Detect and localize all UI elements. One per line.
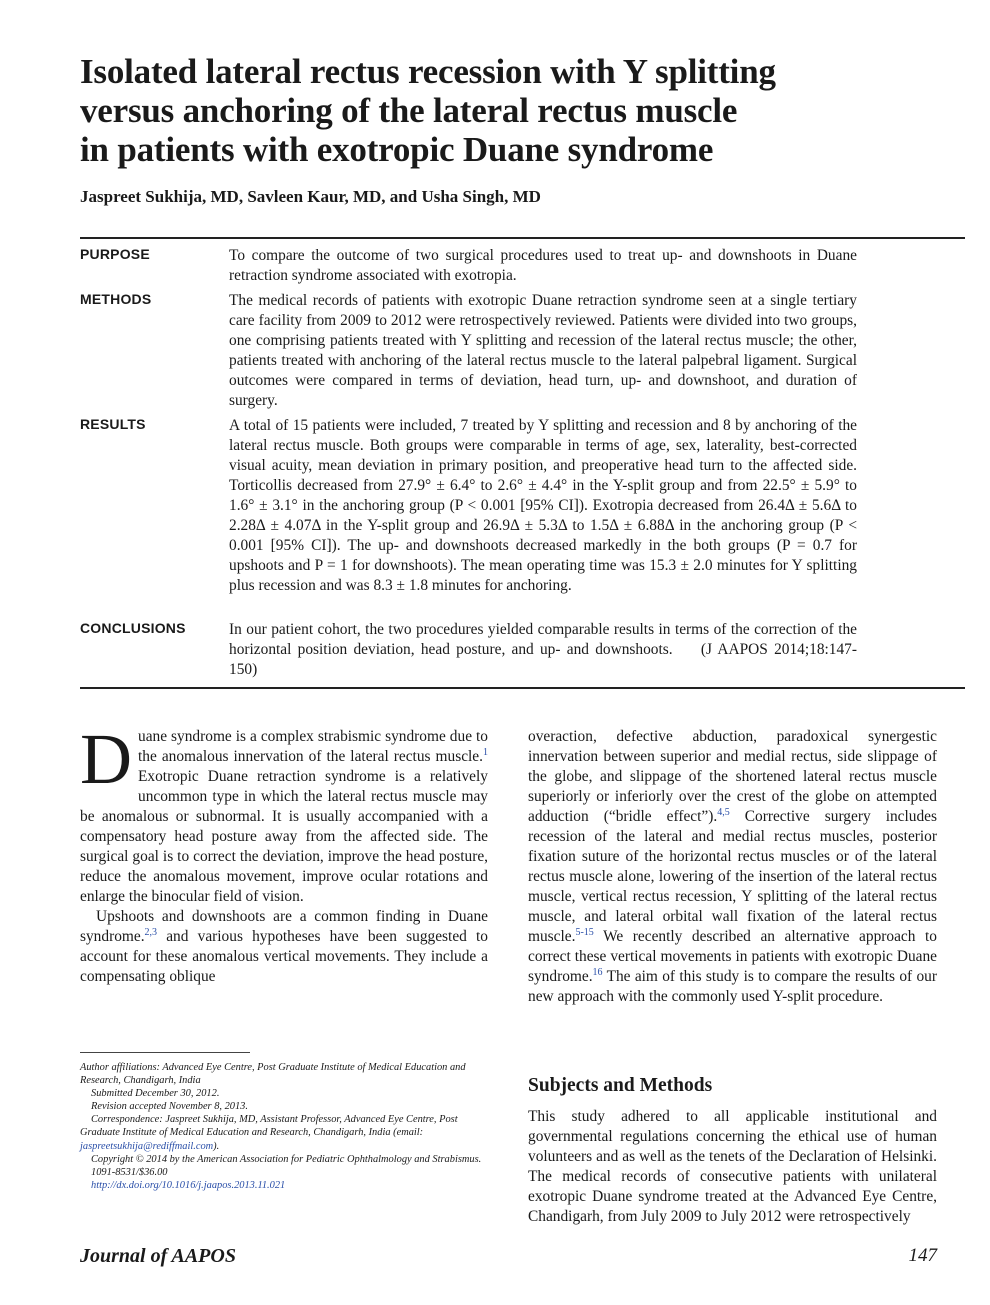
section-heading: Subjects and Methods [528,1075,713,1096]
email-link[interactable]: jaspreetsukhija@rediffmail.com [80,1140,214,1152]
title-line-2: versus anchoring of the lateral rectus m… [80,91,738,130]
body-column-right-methods: This study adhered to all applicable ins… [528,1107,937,1227]
footnote-affiliations: Author affiliations: Advanced Eye Centre… [80,1062,466,1087]
intro-text-a: uane syndrome is a complex strabismic sy… [138,728,488,765]
paragraph-methods: This study adhered to all applicable ins… [528,1108,937,1225]
page-number: 147 [908,1245,938,1266]
intro-text-b: Exotropic Duane retraction syndrome is a… [80,768,488,905]
right-text-c: We recently described an alternative app… [528,928,937,985]
ref-link[interactable]: 5-15 [575,926,594,938]
footnote-submitted: Submitted December 30, 2012. [91,1088,220,1100]
journal-name: Journal of AAPOS [80,1245,236,1267]
purpose-label: PURPOSE [80,246,150,262]
footnote-doi[interactable]: http://dx.doi.org/10.1016/j.jaapos.2013.… [91,1179,286,1191]
footnote-rule [80,1052,250,1053]
paragraph-upshoots: Upshoots and downshoots are a common fin… [80,907,488,987]
upshoots-text-b: and various hypotheses have been suggest… [80,928,488,985]
title-line-3: in patients with exotropic Duane syndrom… [80,130,714,169]
ref-link[interactable]: 1 [483,746,488,758]
paragraph-continued: overaction, defective abduction, paradox… [528,727,937,1007]
conclusions-text: In our patient cohort, the two procedure… [229,620,857,680]
abstract-bottom-rule [80,687,965,689]
author-list: Jaspreet Sukhija, MD, Savleen Kaur, MD, … [80,187,541,206]
correspondence-end: ). [213,1140,220,1152]
journal-citation: (J AAPOS 2014;18:147-150) [229,641,858,678]
footnote-revision: Revision accepted November 8, 2013. [91,1101,248,1113]
methods-text: The medical records of patients with exo… [229,292,857,409]
footnotes: Author affiliations: Advanced Eye Centre… [80,1061,490,1192]
footnote-correspondence: Correspondence: Jaspreet Sukhija, MD, As… [80,1113,490,1152]
right-text-b: Corrective surgery includes recession of… [528,808,937,945]
purpose-text: To compare the outcome of two surgical p… [229,247,857,284]
body-column-right: overaction, defective abduction, paradox… [528,727,937,1007]
methods-label: METHODS [80,291,152,307]
ref-link[interactable]: 2,3 [144,926,158,938]
upshoots-text-a: Upshoots and downshoots are a common fin… [80,908,488,945]
drop-cap: D [80,719,132,799]
conclusions-body: In our patient cohort, the two procedure… [229,621,857,658]
results-text: A total of 15 patients were included, 7 … [229,417,857,594]
right-text-a: overaction, defective abduction, paradox… [528,728,937,825]
abstract-top-rule [80,237,965,239]
article-title: Isolated lateral rectus recession with Y… [80,52,880,169]
title-line-1: Isolated lateral rectus recession with Y… [80,52,776,91]
right-text-d: The aim of this study is to compare the … [528,968,937,1005]
ref-link[interactable]: 16 [592,966,603,978]
correspondence-text: Correspondence: Jaspreet Sukhija, MD, As… [80,1114,458,1139]
results-label: RESULTS [80,416,146,432]
conclusions-label: CONCLUSIONS [80,620,186,636]
ref-link[interactable]: 4,5 [717,806,730,818]
footnote-issn: 1091-8531/$36.00 [91,1166,168,1178]
footnote-copyright: Copyright © 2014 by the American Associa… [91,1153,482,1165]
